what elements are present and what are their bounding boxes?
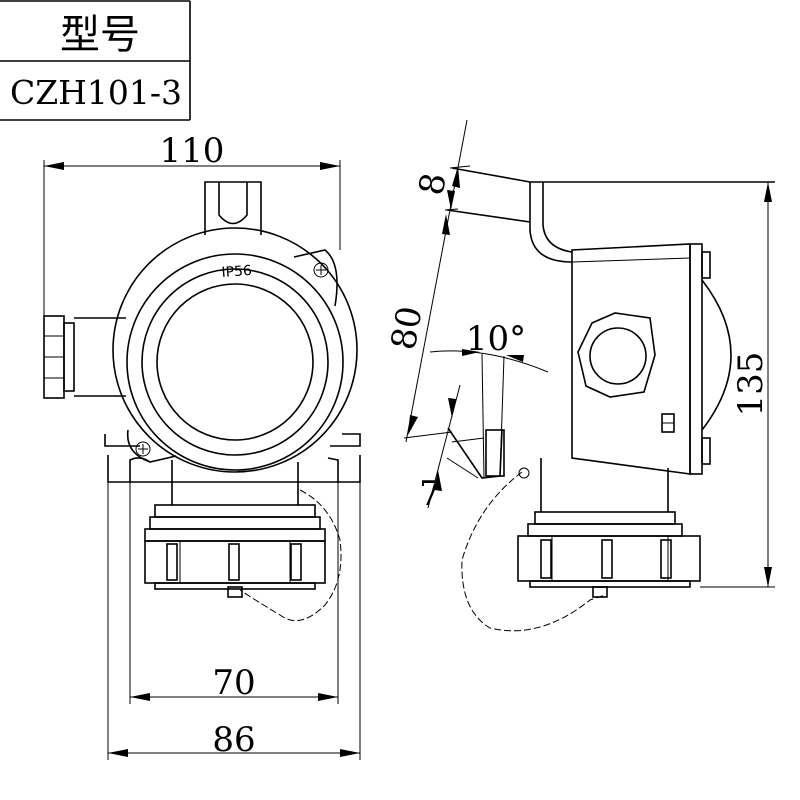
dim-inner-width-value: 70	[212, 663, 255, 703]
dim-angle: 10°	[429, 319, 549, 479]
dim-overall-width-value: 110	[160, 131, 225, 171]
base-plate	[104, 433, 361, 447]
dim-lid-length-value: 80	[384, 303, 431, 353]
side-cap-chain	[461, 467, 608, 632]
cable-gland	[43, 315, 126, 399]
dim-height: 135	[700, 182, 775, 588]
dim-height-value: 135	[731, 352, 771, 417]
ip-rating-label: IP56	[221, 263, 253, 281]
window-glass	[156, 283, 314, 441]
mounting-ear	[204, 181, 262, 235]
dim-inner-width: 70	[129, 482, 339, 704]
dim-cap-offset-value: 7	[419, 474, 441, 514]
enclosure-body	[112, 227, 358, 473]
side-gland	[577, 312, 656, 398]
dim-cap-offset: 7	[419, 384, 479, 514]
dim-lid-length: 8 80	[384, 119, 471, 443]
front-view: IP56	[43, 131, 361, 760]
title-block: 型号 CZH101-3	[0, 0, 191, 121]
socket-housing	[144, 540, 326, 590]
dim-overall-width: 110	[43, 131, 341, 316]
dim-base-width: 86	[107, 482, 361, 760]
title-header: 型号	[60, 12, 140, 58]
side-socket-housing	[517, 535, 701, 588]
dim-lid-thickness-value: 8	[412, 170, 455, 198]
side-view: 8 80 10° 7 135	[384, 119, 775, 632]
dim-base-width-value: 86	[212, 720, 255, 760]
model-number: CZH101-3	[10, 73, 182, 112]
angled-cap	[447, 427, 505, 479]
cap-chain	[227, 489, 342, 622]
dim-angle-value: 10°	[466, 319, 526, 359]
